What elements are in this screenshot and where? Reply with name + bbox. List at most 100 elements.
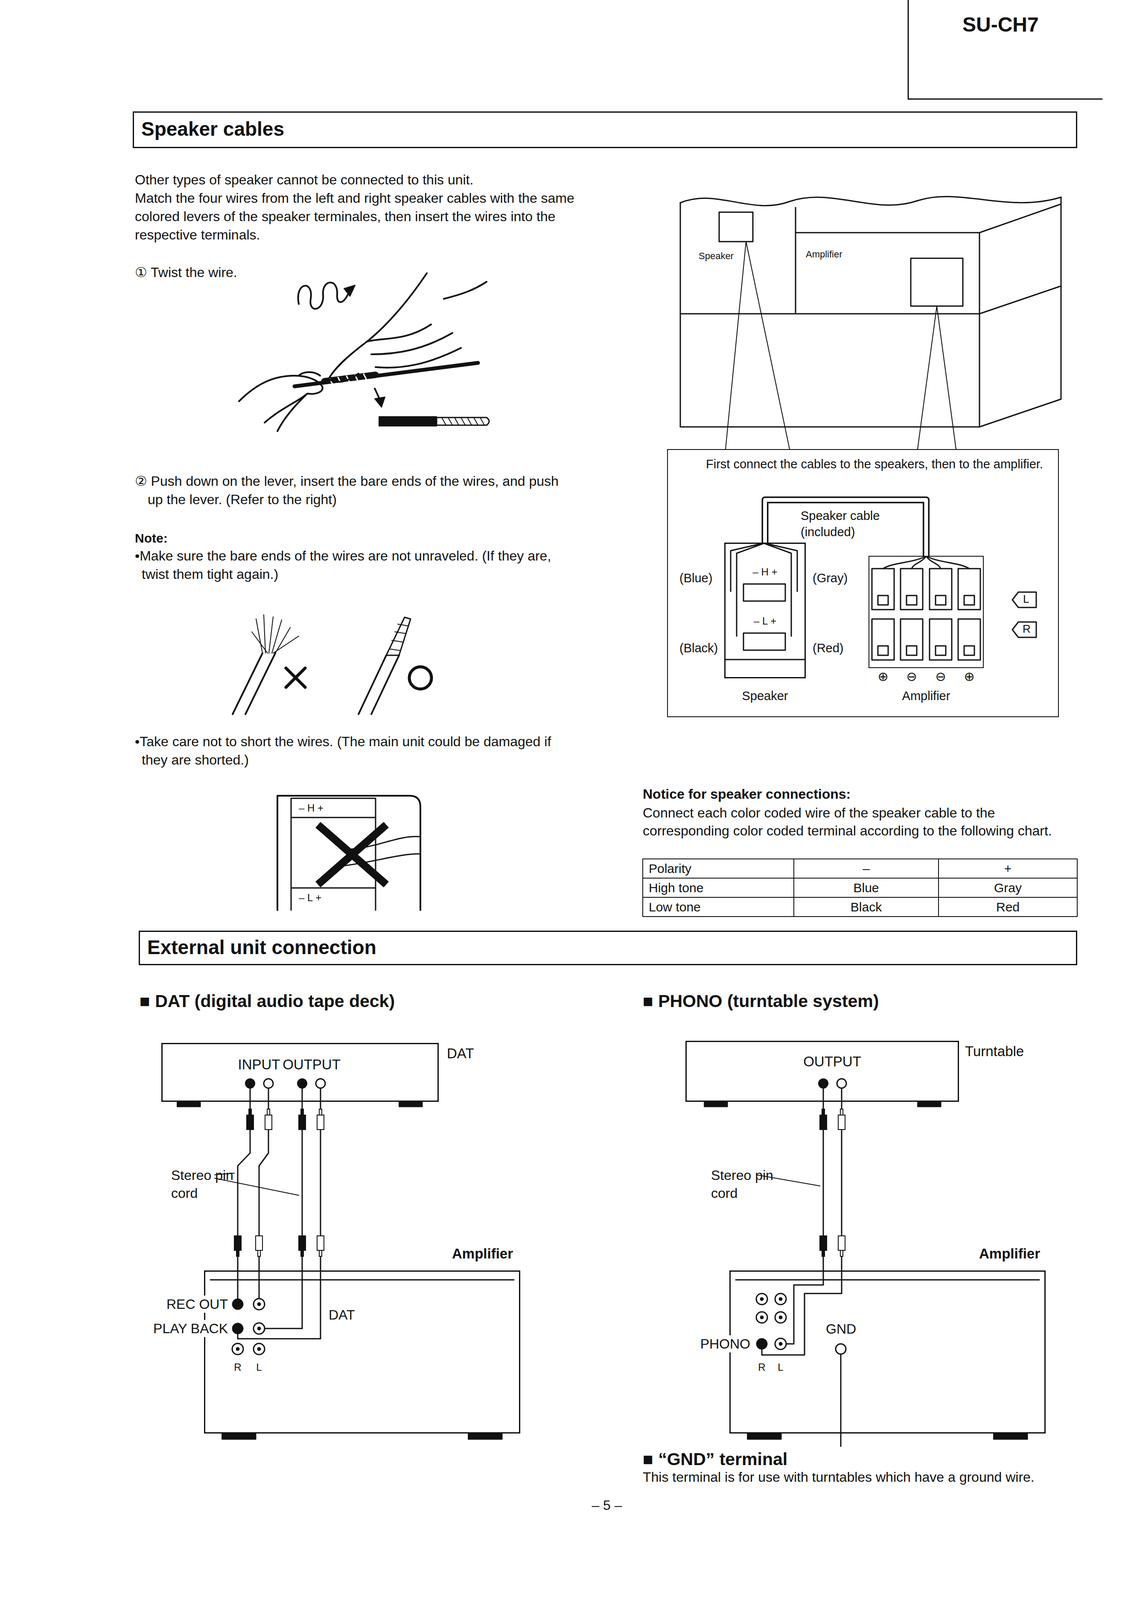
panel-edge bbox=[735, 1279, 1040, 1281]
arrow-head bbox=[343, 285, 356, 297]
terminal bbox=[929, 568, 952, 610]
part-name: Amplifier bbox=[805, 248, 843, 261]
page-number: – 5 – bbox=[589, 1496, 624, 1514]
channel-label: L bbox=[774, 1360, 788, 1374]
jack-label: PLAY BACK bbox=[128, 1319, 230, 1337]
device-name: Turntable bbox=[964, 1042, 1024, 1060]
jack-lead bbox=[250, 1087, 321, 1102]
part-name: Speaker bbox=[698, 250, 734, 263]
table-cell: Gray bbox=[938, 877, 1078, 898]
terminal-marking: – H + bbox=[724, 565, 806, 579]
pin-plug bbox=[265, 1108, 272, 1130]
amplifier-unit: AmplifierREC OUTPLAY BACKDATRL bbox=[204, 1270, 521, 1434]
jack-l bbox=[775, 1337, 787, 1350]
turntable-unit: TurntableOUTPUT bbox=[685, 1040, 960, 1102]
foot bbox=[704, 1101, 728, 1107]
table-cell: – bbox=[793, 858, 939, 878]
jack-l bbox=[836, 1078, 847, 1088]
section-heading: Speaker cables bbox=[141, 116, 285, 142]
wire-strands bbox=[441, 417, 485, 426]
terminal-hole bbox=[906, 595, 917, 605]
step-text: ① Twist the wire. bbox=[134, 263, 238, 281]
foot bbox=[993, 1433, 1028, 1440]
wire bbox=[294, 362, 479, 387]
terminal bbox=[871, 568, 895, 610]
table-rule bbox=[642, 858, 1078, 917]
pin-plug bbox=[838, 1235, 846, 1257]
table-cell: High tone bbox=[648, 877, 704, 898]
prohibited-cross bbox=[317, 824, 387, 885]
cabinet-outline bbox=[680, 197, 1062, 427]
twist-symbol bbox=[298, 282, 348, 309]
lever bbox=[743, 632, 786, 651]
cut-edge bbox=[680, 196, 1062, 206]
device-name: DAT bbox=[446, 1044, 475, 1062]
dat-deck: DATINPUTOUTPUT bbox=[161, 1042, 439, 1102]
device-name: Amplifier bbox=[451, 1244, 514, 1263]
jack-pin bbox=[257, 1302, 261, 1306]
input-name: DAT bbox=[328, 1305, 356, 1324]
pin-plug bbox=[819, 1108, 827, 1130]
model-number: SU-CH7 bbox=[962, 11, 1039, 38]
terminal-label: GND bbox=[825, 1320, 857, 1338]
body-text: Match the four wires from the left and r… bbox=[134, 189, 575, 245]
short-warning-illustration bbox=[277, 795, 421, 910]
table-cell: + bbox=[938, 858, 1078, 878]
panel-edge bbox=[210, 1279, 514, 1281]
terminal bbox=[900, 568, 923, 610]
jack-lead bbox=[823, 1087, 842, 1102]
color-chart-grid bbox=[642, 858, 1078, 917]
channel-tag: L bbox=[1023, 591, 1029, 607]
stereo-pin-cord bbox=[237, 1101, 269, 1271]
pin-plug bbox=[255, 1235, 263, 1257]
jack bbox=[253, 1343, 265, 1355]
cord-label: Stereo pin cord bbox=[711, 1166, 776, 1202]
jack-r bbox=[245, 1078, 255, 1088]
terminal-hole bbox=[877, 595, 889, 605]
subsection-heading: ■ PHONO (turntable system) bbox=[642, 990, 879, 1012]
terminal-hole bbox=[877, 645, 889, 656]
callout-note: First connect the cables to the speakers… bbox=[705, 455, 1044, 473]
body-text: This terminal is for use with turntables… bbox=[642, 1468, 1035, 1486]
channel-label: R bbox=[755, 1360, 769, 1374]
table-cell: Blue bbox=[793, 877, 939, 898]
terminal-frame bbox=[291, 798, 376, 910]
terminal-marking: – L + bbox=[724, 614, 806, 628]
amplifier-terminal-detail bbox=[871, 556, 1037, 660]
terminal-base bbox=[725, 658, 805, 661]
section-heading-box: External unit connection bbox=[138, 930, 1078, 965]
right-hand bbox=[328, 273, 487, 382]
jack-r bbox=[232, 1322, 244, 1334]
polarity-symbol: ⊖ bbox=[903, 668, 921, 685]
pin-plug bbox=[298, 1108, 306, 1130]
jack-l bbox=[253, 1298, 265, 1310]
bare-wire-end bbox=[436, 417, 490, 426]
foot bbox=[399, 1101, 423, 1107]
dat-deck-detail bbox=[177, 1078, 423, 1107]
jack-pin bbox=[778, 1341, 783, 1346]
jack-label: INPUT bbox=[233, 1055, 285, 1073]
arrow-head bbox=[374, 396, 385, 408]
pin-plug bbox=[838, 1108, 846, 1130]
speaker-terminal-area bbox=[719, 212, 753, 242]
terminal-hole bbox=[935, 595, 946, 605]
jack-pin bbox=[778, 1297, 783, 1301]
terminal-hole bbox=[964, 595, 975, 605]
body-text: Other types of speaker cannot be connect… bbox=[134, 170, 575, 190]
wire-color-label: (Blue) bbox=[679, 570, 713, 586]
gnd-terminal bbox=[835, 1343, 846, 1354]
jack-l bbox=[315, 1078, 326, 1088]
channel-label: R bbox=[231, 1360, 245, 1374]
jack-pin bbox=[778, 1315, 783, 1319]
part-name: Amplifier bbox=[868, 687, 984, 704]
table-cell: Red bbox=[938, 897, 1078, 917]
wire-insulation bbox=[378, 416, 437, 426]
cable-core bbox=[765, 499, 927, 556]
speaker-terminal-detail bbox=[725, 543, 805, 660]
terminal-hole bbox=[906, 645, 917, 656]
jack-pin bbox=[760, 1315, 764, 1319]
jack-label: OUTPUT bbox=[800, 1052, 865, 1070]
jack-pin bbox=[257, 1346, 261, 1351]
amplifier-terminal-area bbox=[910, 258, 963, 307]
jack-pin bbox=[760, 1297, 764, 1301]
